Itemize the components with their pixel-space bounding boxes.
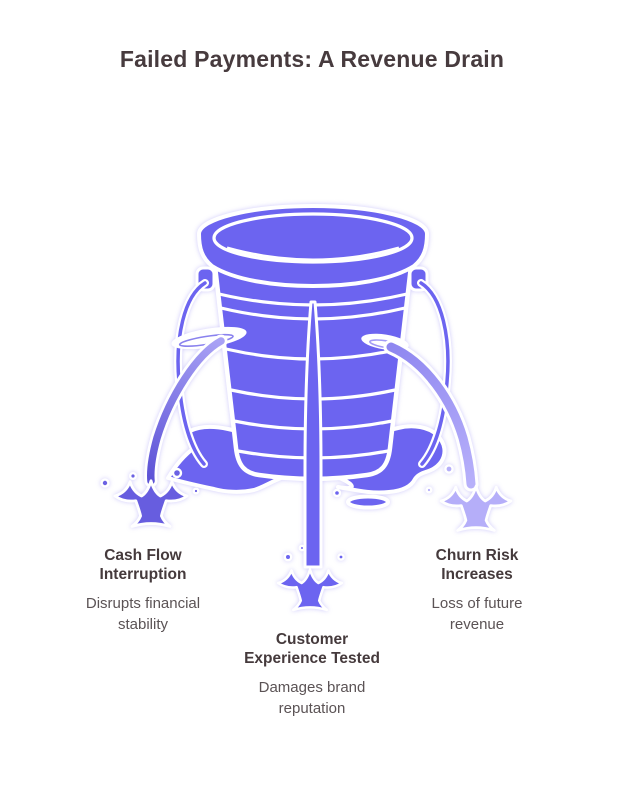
label-description: Disrupts financial stability <box>58 593 228 635</box>
label-heading-line: Interruption <box>99 566 187 583</box>
page-title: Failed Payments: A Revenue Drain <box>119 46 505 72</box>
label-cash-flow-interruption: Cash Flow Interruption Disrupts financia… <box>58 546 228 635</box>
splash-center <box>276 544 345 612</box>
water-stream-left <box>144 334 228 488</box>
label-heading: Cash Flow Interruption <box>58 546 228 584</box>
label-heading-line: Customer <box>275 631 349 648</box>
label-description-line: Damages brand <box>258 679 366 696</box>
splash-right <box>425 464 513 532</box>
bucket-handles <box>174 266 452 468</box>
label-description-line: reputation <box>278 700 346 717</box>
water-stream-center <box>303 300 323 569</box>
label-customer-experience: Customer Experience Tested Damages brand… <box>222 630 402 719</box>
label-heading-line: Experience Tested <box>244 650 380 667</box>
bucket-rim <box>197 204 429 288</box>
label-description-line: Loss of future <box>431 595 523 612</box>
label-churn-risk: Churn Risk Increases Loss of future reve… <box>392 546 562 635</box>
label-description-line: stability <box>117 616 169 633</box>
splash-left <box>100 467 200 528</box>
label-description: Damages brand reputation <box>222 677 402 719</box>
label-description: Loss of future revenue <box>392 593 562 635</box>
label-heading: Customer Experience Tested <box>222 630 402 668</box>
bucket-rim-inner-lip <box>212 212 414 264</box>
label-description-line: Disrupts financial <box>85 595 201 612</box>
water-stream-right <box>383 339 479 492</box>
label-heading-line: Increases <box>441 566 513 583</box>
label-heading-line: Cash Flow <box>104 547 182 564</box>
label-heading-line: Churn Risk <box>435 547 519 564</box>
label-description-line: revenue <box>449 616 505 633</box>
label-heading: Churn Risk Increases <box>392 546 562 584</box>
bucket-inner-wall <box>226 246 400 262</box>
